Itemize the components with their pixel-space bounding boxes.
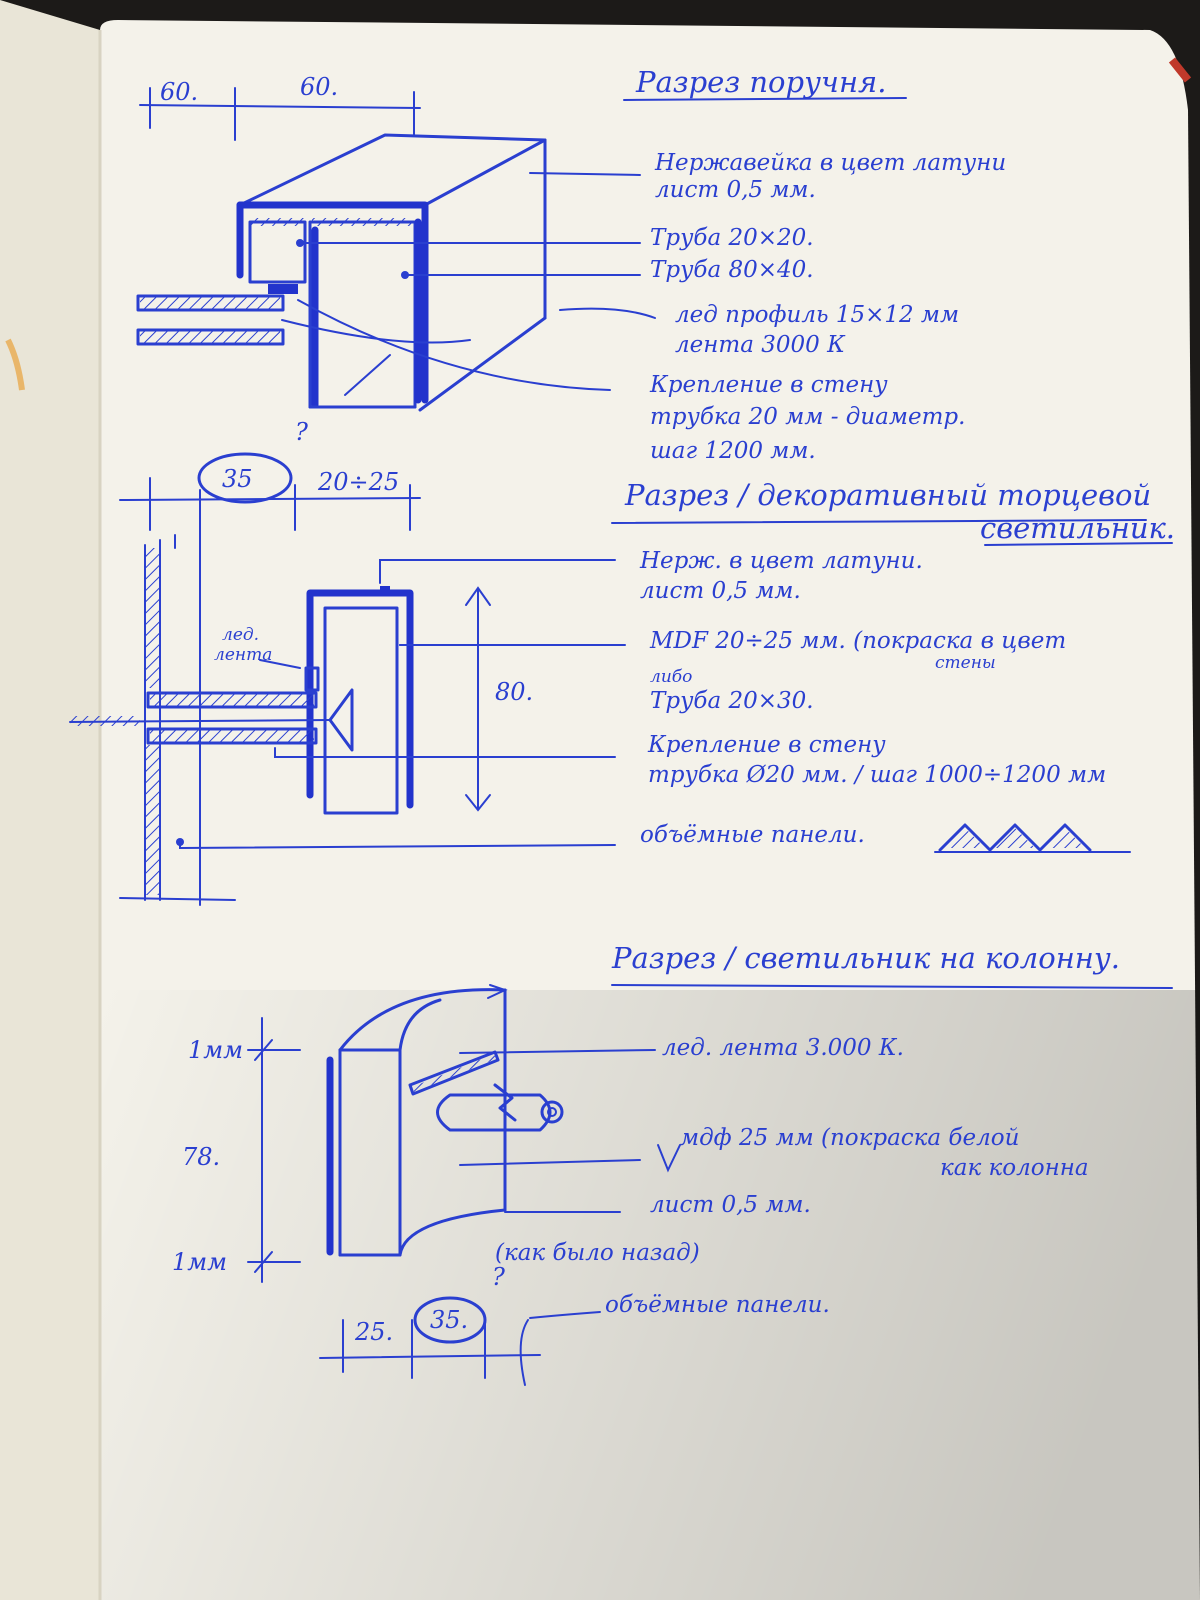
note-as-column: как колонна	[940, 1155, 1089, 1181]
note-wall-color: стены	[935, 653, 996, 673]
section-1-notes: Нержавейка в цвет латуни лист 0,5 мм. Тр…	[649, 150, 1006, 464]
note-led-profile: лед профиль 15×12 мм	[675, 302, 959, 328]
3d-panel-symbol	[934, 823, 1131, 853]
section-2-notes: Нерж. в цвет латуни. лист 0,5 мм. MDF 20…	[639, 548, 1106, 848]
note-sheet: лист 0,5 мм.	[640, 578, 801, 604]
section-2-end-luminaire: Разрез / декоративный торцевой светильни…	[69, 418, 1175, 906]
dim-60-right: 60.	[300, 73, 338, 101]
section-1-handrail: Разрез поручня. 60. 60.	[136, 65, 1006, 464]
note-or: либо	[650, 667, 692, 687]
led-label-2: лента	[214, 645, 272, 665]
note-mdf: MDF 20÷25 мм. (покраска в цвет	[649, 628, 1066, 654]
section-3-notes: лед. лента 3.000 К. мдф 25 мм (покраска …	[495, 1035, 1089, 1318]
note-step: шаг 1200 мм.	[650, 438, 816, 464]
led-label-1: лед.	[222, 625, 259, 645]
note-pipe-20x20: Труба 20×20.	[650, 225, 814, 251]
section-3-column-luminaire: Разрез / светильник на колонну. 1мм 78. …	[172, 941, 1173, 1386]
section-1-dimensions: 60. 60.	[139, 73, 421, 141]
dim-question: ?	[492, 1263, 505, 1291]
note-3d-panels: объёмные панели.	[605, 1292, 830, 1318]
dim-circle-35	[413, 1296, 487, 1344]
note-tube-step: трубка Ø20 мм. / шаг 1000÷1200 мм	[648, 762, 1106, 788]
note-stainless: Нерж. в цвет латуни.	[639, 548, 923, 574]
dim-circle-35	[197, 452, 293, 504]
column-luminaire-drawing	[326, 984, 564, 1257]
section-2-title: Разрез / декоративный торцевой	[624, 478, 1151, 512]
section-2-title-line2: светильник.	[980, 511, 1175, 545]
dim-1mm-top: 1мм	[188, 1036, 243, 1064]
note-tube-diameter: трубка 20 мм - диаметр.	[650, 404, 965, 430]
note-as-before: (как было назад)	[495, 1240, 700, 1266]
note-sheet: лист 0,5 мм.	[650, 1192, 811, 1218]
dim-60-left: 60.	[160, 78, 198, 106]
section-1-title: Разрез поручня.	[635, 65, 886, 99]
handrail-profile-drawing	[136, 133, 547, 412]
dim-80: 80.	[495, 678, 533, 706]
dim-78: 78.	[182, 1143, 220, 1171]
dim-35: 35	[222, 465, 253, 493]
note-wall-mount: Крепление в стену	[649, 372, 888, 398]
wall-section	[119, 534, 236, 901]
end-luminaire-drawing	[69, 586, 414, 815]
note-led-tape: лед. лента 3.000 К.	[662, 1035, 904, 1061]
section-1-leaders	[297, 172, 656, 391]
note-stainless-brass: Нержавейка в цвет латуни	[654, 150, 1006, 176]
dim-1mm-bottom: 1мм	[172, 1248, 227, 1276]
note-led-tape: лента 3000 К	[675, 332, 846, 358]
note-wall-mount: Крепление в стену	[647, 732, 886, 758]
dim-35: 35.	[430, 1306, 468, 1334]
section-3-title: Разрез / светильник на колонну.	[611, 941, 1120, 975]
note-pipe-20x30: Труба 20×30.	[650, 688, 814, 714]
section-3-leaders	[459, 1049, 681, 1319]
section-2-leaders	[176, 559, 626, 850]
dim-20-25: 20÷25	[317, 468, 399, 496]
note-pipe-80x40: Труба 80×40.	[650, 257, 814, 283]
dim-25: 25.	[354, 1318, 393, 1346]
dim-question: ?	[295, 418, 308, 446]
note-sheet-05: лист 0,5 мм.	[655, 177, 816, 203]
section-3-dimensions: 1мм 78. 1мм 25. 35. ?	[172, 1017, 541, 1386]
note-3d-panels: объёмные панели.	[640, 822, 865, 848]
note-mdf-white: мдф 25 мм (покраска белой	[680, 1125, 1019, 1151]
